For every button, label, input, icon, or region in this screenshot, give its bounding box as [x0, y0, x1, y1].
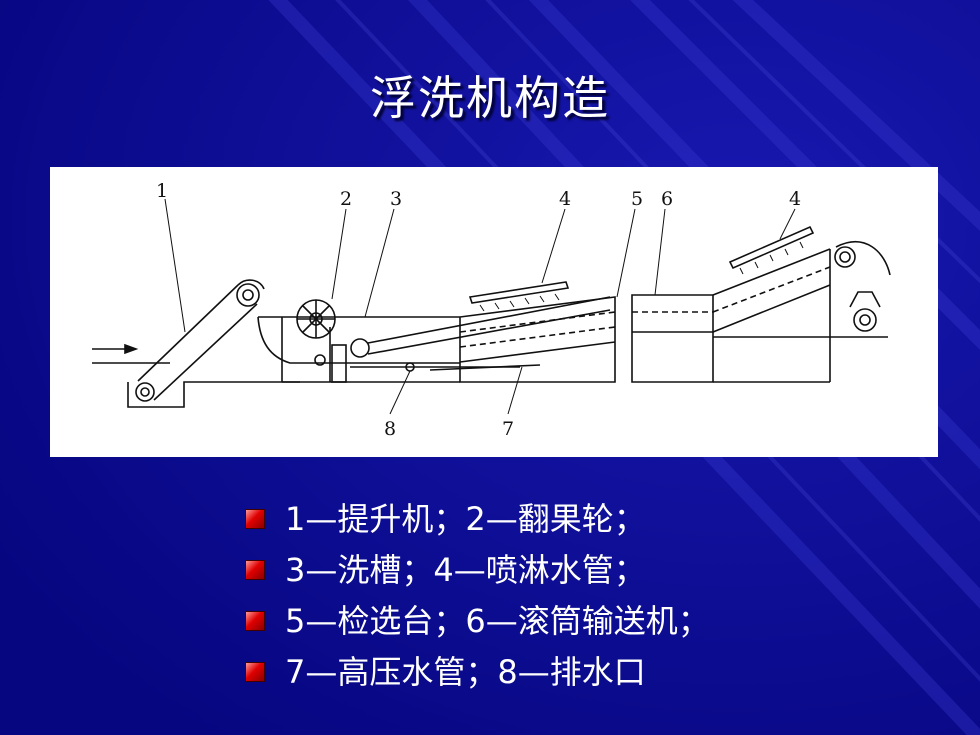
- inspection-table: [429, 296, 616, 383]
- bullet-icon: [245, 559, 265, 580]
- legend-item: 1—提升机；2—翻果轮；: [245, 493, 710, 544]
- callout-4a: 4: [559, 188, 571, 210]
- legend-text: 7—高压水管；8—排水口: [285, 652, 646, 691]
- bullet-icon: [245, 508, 265, 529]
- callout-1: 1: [156, 180, 168, 202]
- callout-2: 2: [340, 188, 352, 210]
- elevator: [135, 279, 265, 402]
- leader-lines: [164, 198, 796, 415]
- page-title: 浮洗机构造: [370, 71, 610, 125]
- spray-pipe: [728, 225, 815, 275]
- inlet-arrow-icon: [92, 343, 139, 355]
- machine-diagram: 1 2 3 4 5 6 4 8 7: [50, 167, 938, 457]
- legend-list: 1—提升机；2—翻果轮； 3—洗槽；4—喷淋水管； 5—检选台；6—滚筒输送机；…: [245, 493, 710, 697]
- legend-text: 1—提升机；2—翻果轮；: [285, 499, 646, 538]
- callout-5: 5: [631, 188, 643, 210]
- legend-item: 7—高压水管；8—排水口: [245, 646, 710, 697]
- elevator-pit: [127, 381, 300, 408]
- legend-text: 5—检选台；6—滚筒输送机；: [285, 601, 710, 640]
- callout-4b: 4: [789, 188, 801, 210]
- legend-item: 5—检选台；6—滚筒输送机；: [245, 595, 710, 646]
- spray-pipe: [468, 281, 570, 312]
- callout-6: 6: [661, 188, 673, 210]
- callout-8: 8: [384, 418, 396, 440]
- bullet-icon: [245, 661, 265, 682]
- callout-7: 7: [502, 418, 514, 440]
- flip-wheel: [296, 299, 336, 339]
- legend-text: 3—洗槽；4—喷淋水管；: [285, 550, 646, 589]
- legend-item: 3—洗槽；4—喷淋水管；: [245, 544, 710, 595]
- callout-3: 3: [390, 188, 402, 210]
- roller-conveyor: [631, 241, 891, 383]
- bullet-icon: [245, 610, 265, 631]
